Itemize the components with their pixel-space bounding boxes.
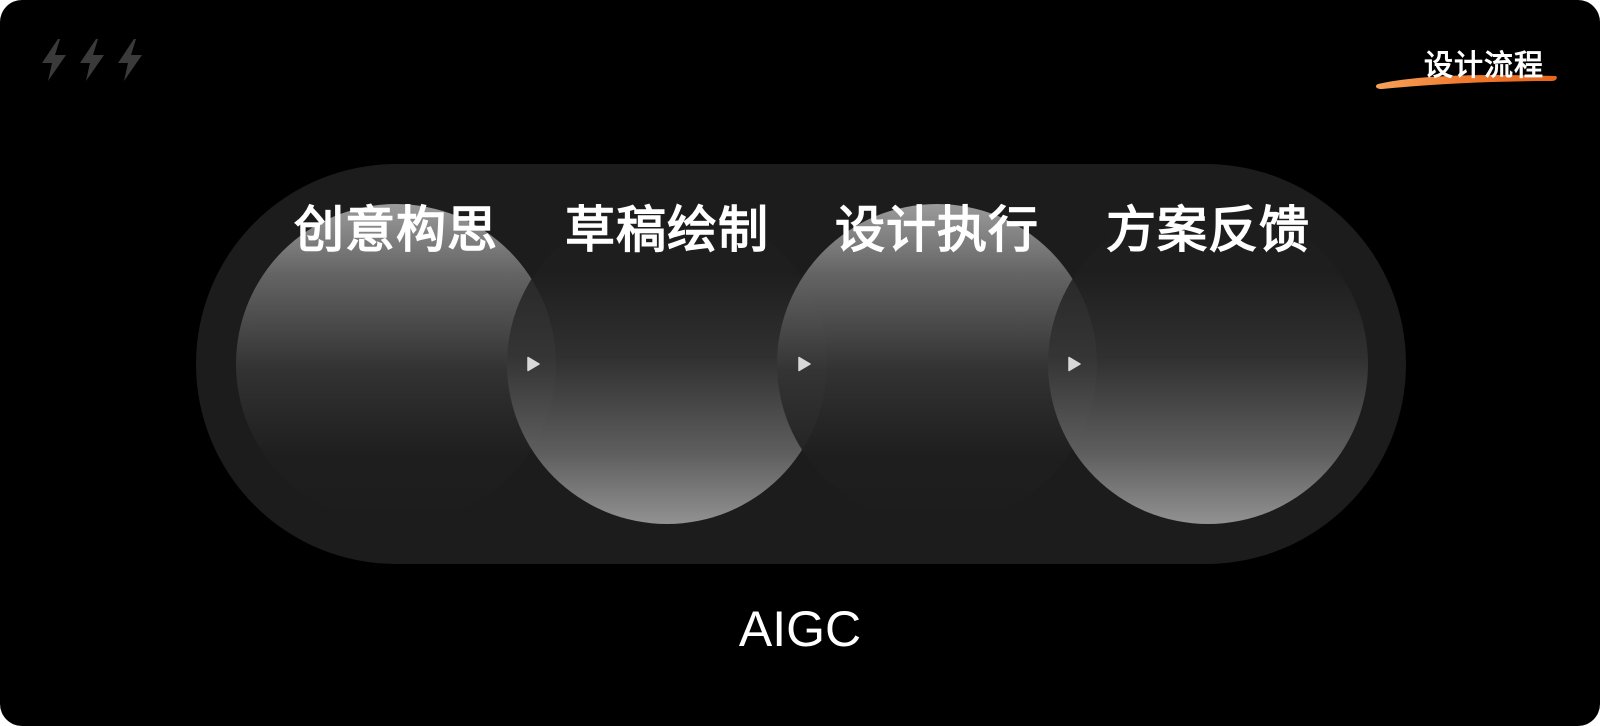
lightning-icon	[114, 38, 146, 82]
stage-label: 创意构思	[294, 201, 498, 259]
stage-label: 方案反馈	[1106, 201, 1310, 259]
play-triangle-icon	[797, 356, 811, 372]
stage-label: 草稿绘制	[565, 201, 769, 259]
lightning-icon	[76, 38, 108, 82]
section-title: 设计流程	[1372, 40, 1562, 94]
stage-circle-ideation	[236, 204, 556, 524]
stage-label: 设计执行	[835, 201, 1039, 259]
stage-circle-sketch	[507, 204, 827, 524]
caption-text: AIGC	[738, 601, 862, 657]
decorative-bolts	[38, 38, 146, 82]
play-triangle-icon	[526, 356, 540, 372]
section-title-text: 设计流程	[1423, 48, 1544, 82]
lightning-icon	[38, 38, 70, 82]
stage-circle-feedback	[1048, 204, 1368, 524]
brush-underline	[1375, 74, 1557, 89]
stage-circle-execution	[777, 204, 1097, 524]
play-triangle-icon	[1067, 356, 1081, 372]
